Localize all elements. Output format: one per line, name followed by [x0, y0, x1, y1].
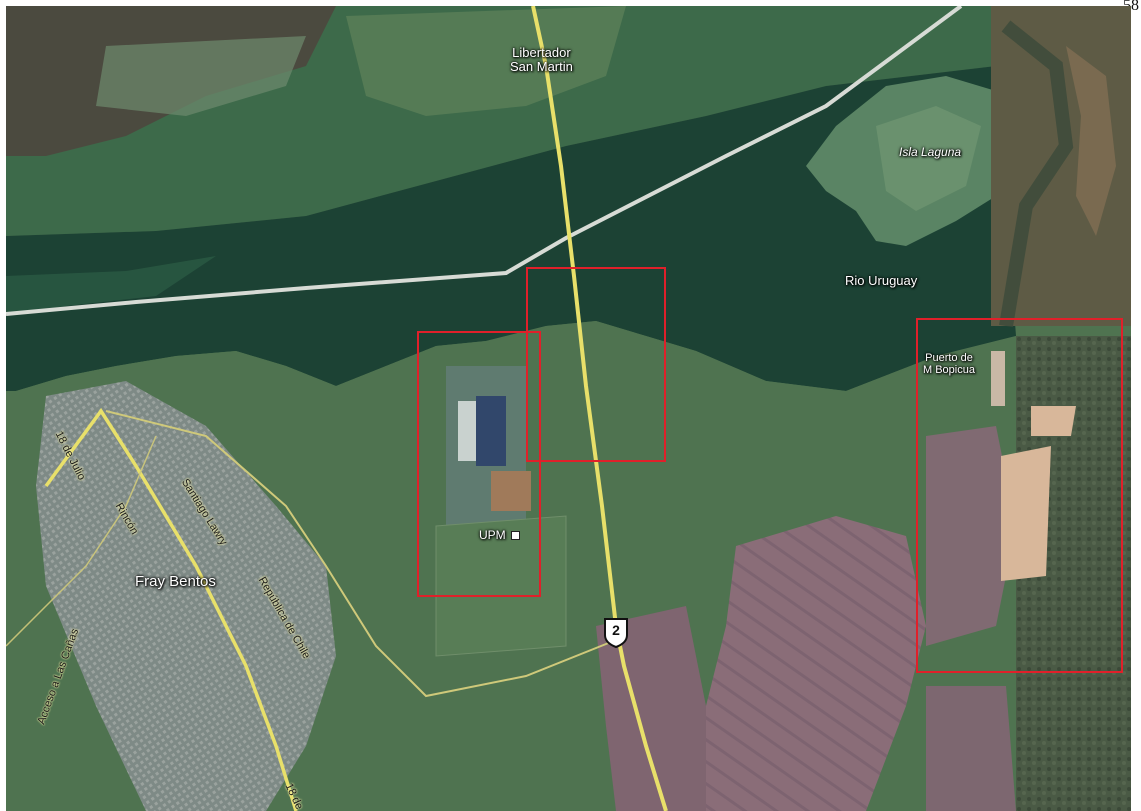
- shield-icon: [604, 618, 628, 649]
- poi-marker-icon: [510, 531, 520, 541]
- river: [6, 66, 1016, 391]
- label-libertador-san-martin: Libertador San Martin: [510, 46, 573, 73]
- satellite-map[interactable]: 2 Libertador San Martin Isla Laguna Rio …: [6, 6, 1131, 811]
- label-fray-bentos: Fray Bentos: [135, 573, 216, 590]
- upm-plant-box: [417, 331, 541, 597]
- river-shallows: [6, 256, 216, 316]
- satellite-imagery: [6, 6, 1131, 811]
- north-wetland-green: [346, 6, 626, 116]
- upm-plant-blue: [476, 396, 506, 466]
- bridge: [6, 6, 963, 316]
- label-town-line2: San Martin: [510, 58, 573, 74]
- east-shore-lagoon: [1066, 46, 1116, 236]
- city-road-local: [6, 435, 157, 647]
- city-road-secondary: [105, 410, 627, 698]
- port-sand: [1001, 446, 1051, 581]
- port-sand-2: [1031, 406, 1076, 436]
- label-port-line1: Puerto de: [925, 352, 973, 364]
- route-2-shield: 2: [603, 617, 629, 649]
- route-number: 2: [612, 622, 620, 638]
- label-puerto-bopicua: Puerto de M Bopicua: [923, 352, 975, 376]
- farmland-1: [706, 516, 926, 811]
- north-wetland-light: [96, 36, 306, 116]
- farmland-3: [926, 426, 1016, 646]
- east-shore-channels: [999, 20, 1074, 328]
- label-town-line1: Libertador: [512, 45, 571, 60]
- city-road-main: [44, 407, 298, 811]
- upm-plant-white: [458, 401, 476, 461]
- route-2-highway: [531, 6, 668, 811]
- label-port-line2: M Bopicua: [923, 363, 975, 376]
- label-upm: UPM: [479, 529, 520, 542]
- upm-fields: [435, 515, 567, 657]
- upm-plant-brown: [491, 471, 531, 511]
- label-isla-laguna: Isla Laguna: [899, 145, 962, 159]
- isla-laguna-inner: [876, 106, 981, 211]
- port-building: [991, 351, 1005, 406]
- port-bopicua-box: [916, 318, 1123, 673]
- label-rio-uruguay: Rio Uruguay: [845, 273, 918, 288]
- farmland-4: [926, 686, 1016, 811]
- label-upm-text: UPM: [479, 528, 506, 542]
- bridge-area-box: [526, 267, 666, 462]
